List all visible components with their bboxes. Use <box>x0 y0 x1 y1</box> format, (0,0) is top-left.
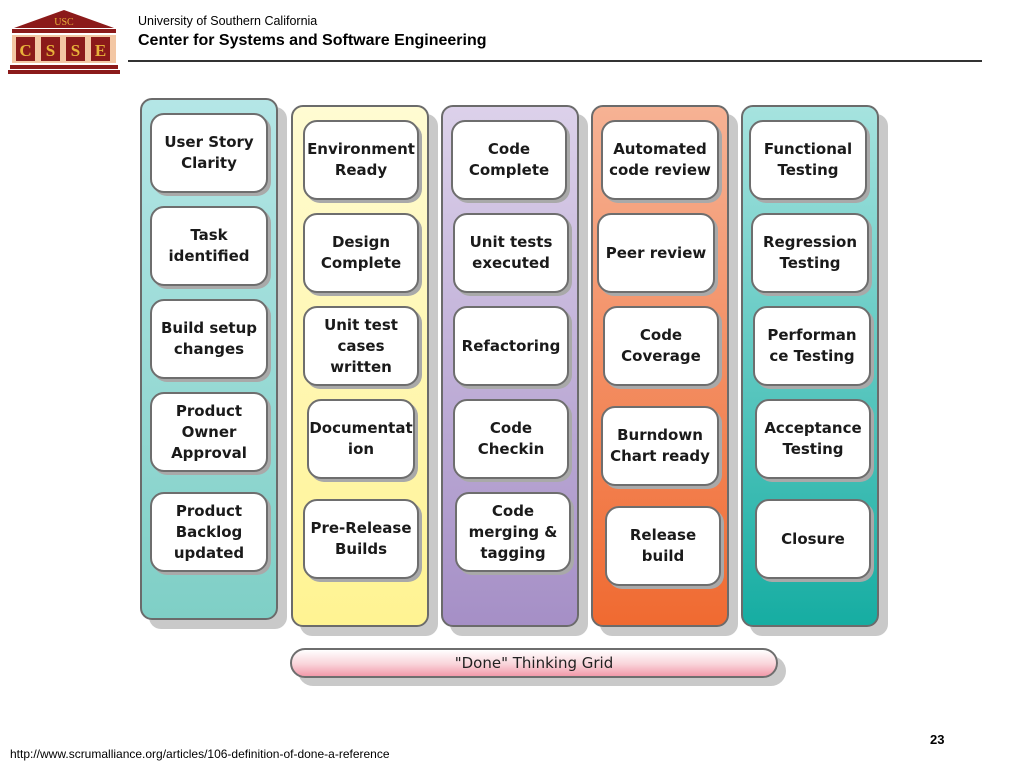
card-performance-testing: Performan ce Testing <box>753 306 871 386</box>
card-unit-test-cases-written: Unit test cases written <box>303 306 419 386</box>
card-acceptance-testing: Acceptance Testing <box>755 399 871 479</box>
card-code-coverage: Code Coverage <box>603 306 719 386</box>
card-code-checkin: Code Checkin <box>453 399 569 479</box>
card-unit-tests-executed: Unit tests executed <box>453 213 569 293</box>
card-code-complete: Code Complete <box>451 120 567 200</box>
source-url: http://www.scrumalliance.org/articles/10… <box>10 747 390 761</box>
svg-text:E: E <box>95 41 106 60</box>
card-automated-code-review: Automated code review <box>601 120 719 200</box>
svg-text:USC: USC <box>54 17 74 28</box>
card-refactoring: Refactoring <box>453 306 569 386</box>
svg-text:S: S <box>46 41 55 60</box>
card-user-story-clarity: User Story Clarity <box>150 113 268 193</box>
card-code-merging-tagging: Code merging & tagging <box>455 492 571 572</box>
card-burndown-chart-ready: Burndown Chart ready <box>601 406 719 486</box>
card-closure: Closure <box>755 499 871 579</box>
card-regression-testing: Regression Testing <box>751 213 869 293</box>
grid-column-4: Automated code review Peer review Code C… <box>591 105 729 627</box>
card-peer-review: Peer review <box>597 213 715 293</box>
card-product-backlog-updated: Product Backlog updated <box>150 492 268 572</box>
card-environment-ready: Environment Ready <box>303 120 419 200</box>
card-product-owner-approval: Product Owner Approval <box>150 392 268 472</box>
university-name: University of Southern California <box>138 14 318 28</box>
header-divider <box>128 60 982 62</box>
card-documentation: Documentat ion <box>307 399 415 479</box>
usc-csse-logo: USC C S S E <box>8 10 120 74</box>
card-build-setup-changes: Build setup changes <box>150 299 268 379</box>
svg-text:C: C <box>19 41 31 60</box>
card-design-complete: Design Complete <box>303 213 419 293</box>
svg-text:S: S <box>71 41 80 60</box>
grid-column-2: Environment Ready Design Complete Unit t… <box>291 105 429 627</box>
card-release-build: Release build <box>605 506 721 586</box>
grid-column-3: Code Complete Unit tests executed Refact… <box>441 105 579 627</box>
card-functional-testing: Functional Testing <box>749 120 867 200</box>
card-task-identified: Task identified <box>150 206 268 286</box>
grid-column-1: User Story Clarity Task identified Build… <box>140 98 278 620</box>
card-pre-release-builds: Pre-Release Builds <box>303 499 419 579</box>
grid-column-5: Functional Testing Regression Testing Pe… <box>741 105 879 627</box>
center-name: Center for Systems and Software Engineer… <box>138 32 487 49</box>
done-thinking-grid-label: "Done" Thinking Grid <box>290 648 778 678</box>
page-number: 23 <box>930 732 945 747</box>
